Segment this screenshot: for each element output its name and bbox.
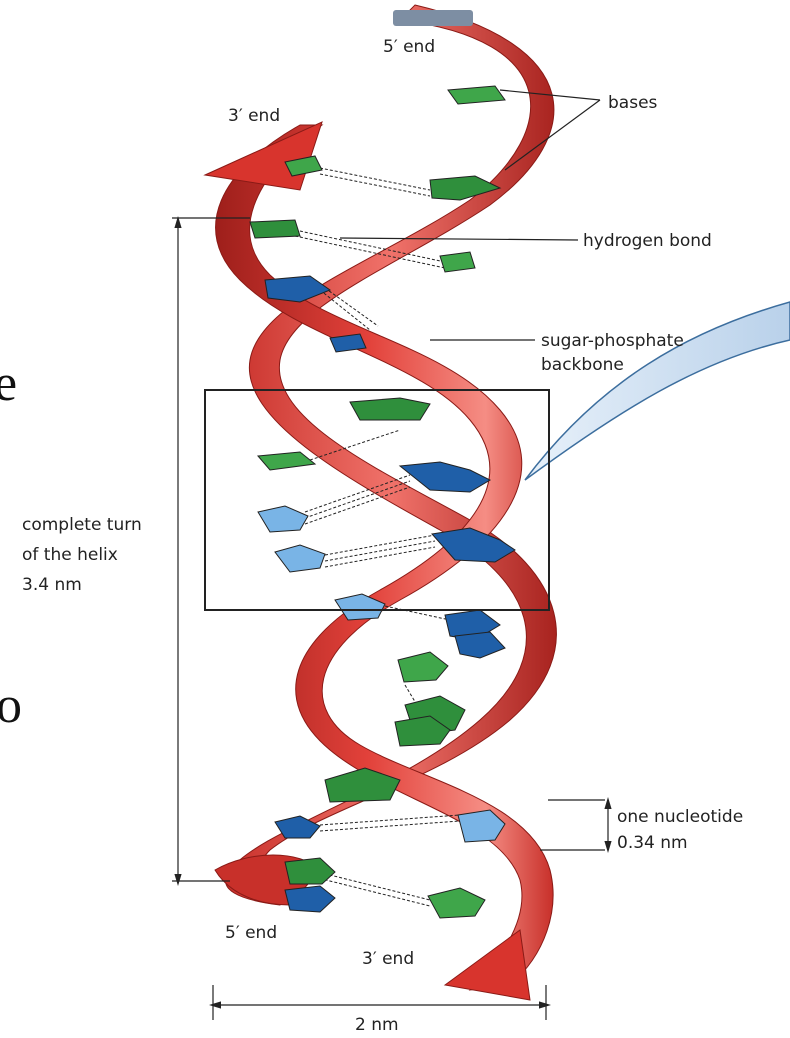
base-green (428, 888, 485, 918)
base-green (440, 252, 475, 272)
strand-end-top (393, 10, 473, 26)
base-light-blue (258, 506, 308, 532)
base-green (250, 220, 300, 238)
label-hydrogen-bond: hydrogen bond (583, 231, 712, 251)
label-bottom-5-end: 5′ end (225, 923, 277, 943)
clipped-letter-lower: o (0, 677, 22, 734)
label-top-5-end: 5′ end (383, 37, 435, 57)
base-green (350, 398, 430, 420)
base-light-blue (275, 545, 325, 572)
label-nucleotide-1: one nucleotide (617, 807, 743, 827)
label-bases: bases (608, 93, 658, 113)
base-dark-blue (400, 462, 490, 492)
label-turn-3: 3.4 nm (22, 575, 82, 595)
clipped-letter-upper: e (0, 355, 17, 412)
hydrogen-bond-leader (340, 238, 578, 240)
label-width: 2 nm (355, 1015, 399, 1035)
label-bottom-3-end: 3′ end (362, 949, 414, 969)
label-turn-2: of the helix (22, 545, 118, 565)
base-green (448, 86, 505, 104)
label-nucleotide-2: 0.34 nm (617, 833, 688, 853)
strand-arrowhead-top (205, 122, 322, 190)
base-green (258, 452, 315, 470)
base-dark-blue (455, 632, 505, 658)
base-green (398, 652, 448, 682)
label-top-3-end: 3′ end (228, 106, 280, 126)
label-turn-1: complete turn (22, 515, 142, 535)
callout-wedge (525, 302, 790, 480)
base-dark-blue (285, 886, 335, 912)
label-backbone-1: sugar-phosphate (541, 331, 684, 351)
strand-arrowhead-bottom (445, 930, 530, 1000)
label-backbone-2: backbone (541, 355, 624, 375)
